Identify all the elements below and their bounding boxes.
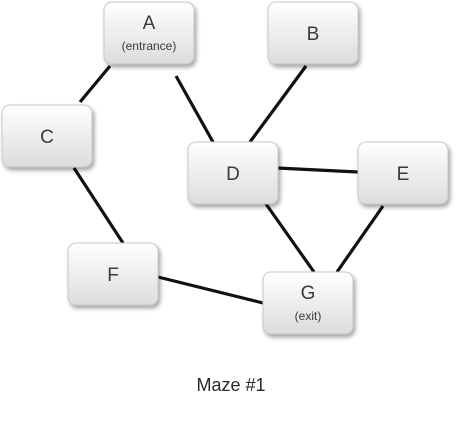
node-d: D [187, 141, 279, 205]
node-a: A (entrance) [103, 1, 195, 65]
node-f: F [67, 242, 159, 306]
edge-c-f [72, 167, 125, 244]
node-g: G (exit) [262, 271, 354, 335]
node-label: B [307, 24, 320, 45]
node-c: C [1, 104, 93, 168]
node-label: F [107, 265, 119, 286]
node-label: G [301, 283, 316, 304]
node-label: A [143, 13, 156, 34]
node-box [357, 141, 449, 205]
edges-layer [72, 64, 385, 305]
node-sublabel: (exit) [295, 309, 322, 323]
diagram-caption: Maze #1 [196, 375, 265, 395]
nodes-layer: A (entrance) B C D E F G (exit) [1, 1, 449, 335]
edge-e-g [335, 205, 385, 273]
node-sublabel: (entrance) [122, 39, 177, 53]
edge-a-c [78, 64, 112, 104]
node-label: D [226, 164, 240, 185]
edge-d-e [276, 166, 359, 174]
node-box [1, 104, 93, 168]
edge-f-g [157, 275, 264, 305]
node-box [262, 271, 354, 335]
node-label: C [40, 127, 54, 148]
node-box [267, 1, 359, 65]
edge-d-g [264, 203, 316, 273]
node-e: E [357, 141, 449, 205]
node-box [67, 242, 159, 306]
edge-a-d [174, 75, 215, 143]
node-b: B [267, 1, 359, 65]
node-box [187, 141, 279, 205]
node-box [103, 1, 195, 65]
node-label: E [397, 164, 410, 185]
edge-b-d [248, 65, 308, 143]
